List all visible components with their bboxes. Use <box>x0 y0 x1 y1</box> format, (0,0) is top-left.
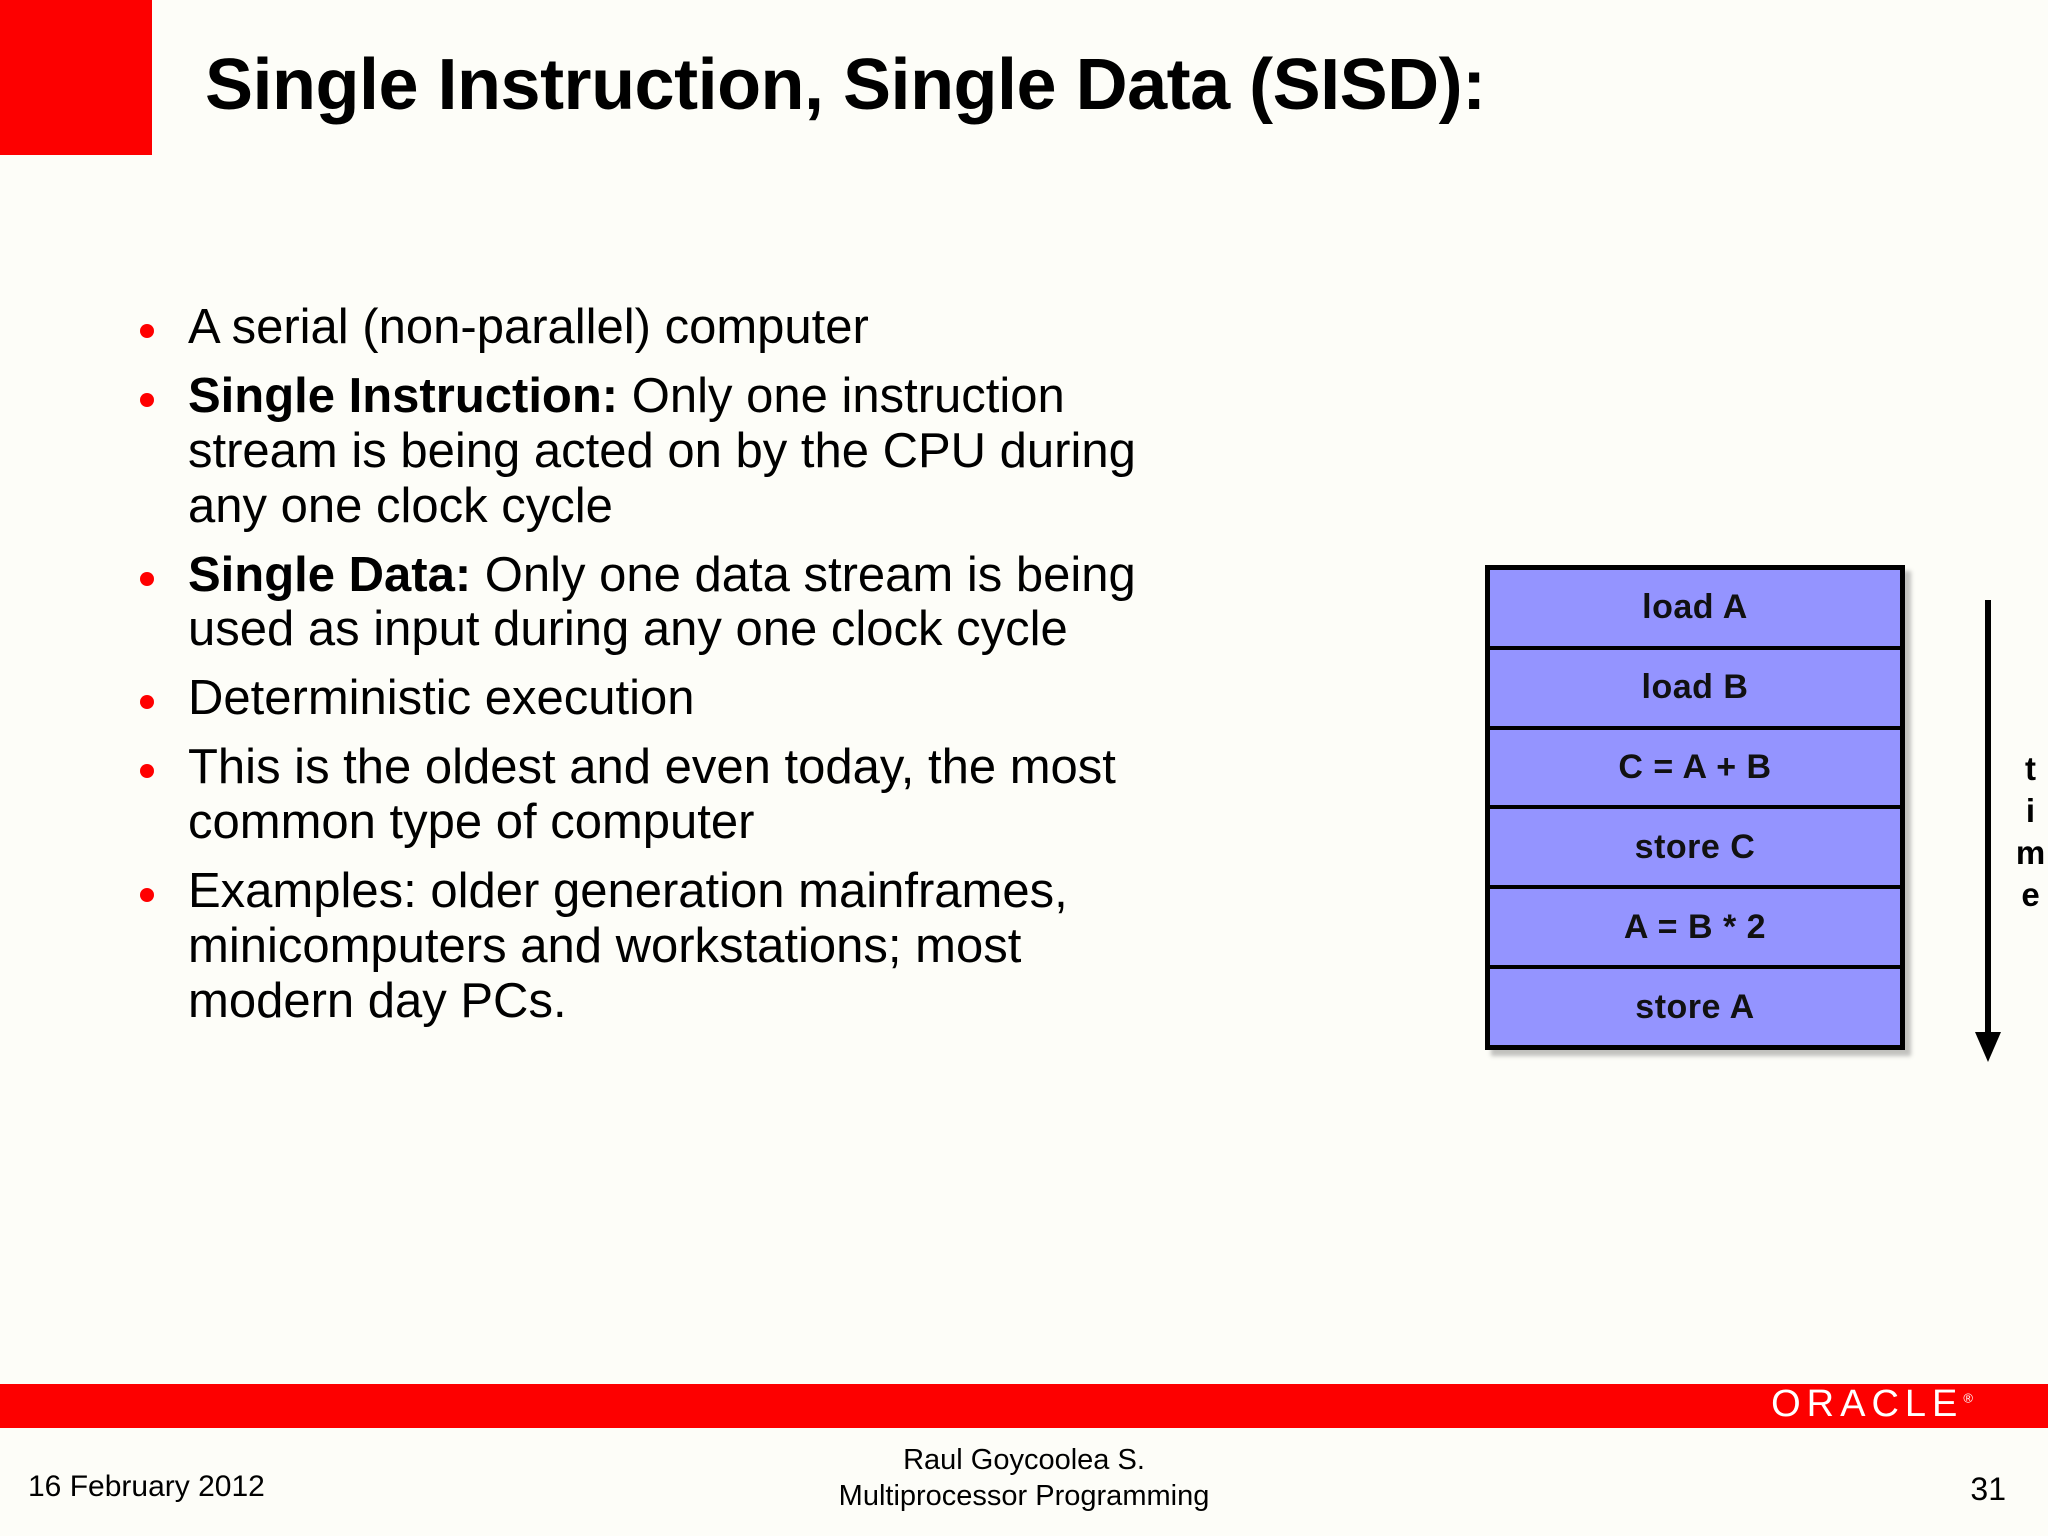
bullet-body: A serial (non-parallel) computer <box>188 300 869 354</box>
bullet-dot-icon <box>140 324 154 338</box>
bullet-text: Single Instruction: Only one instruction… <box>188 369 1160 534</box>
bullet-body: Only one data stream is being used as in… <box>188 547 1136 657</box>
arrow-down-icon <box>1975 1032 2001 1062</box>
sisd-instruction-diagram: load A load B C = A + B store C A = B * … <box>1485 565 1915 1055</box>
footer-date: 16 February 2012 <box>28 1470 265 1503</box>
bullet-body: Only one instruction stream is being act… <box>188 368 1136 533</box>
instruction-cell: C = A + B <box>1490 729 1900 810</box>
oracle-logo: ORACLE® <box>1771 1385 1973 1423</box>
bullet-dot-icon <box>140 392 154 407</box>
instruction-stack: load A load B C = A + B store C A = B * … <box>1485 565 1905 1050</box>
bullet-text: This is the oldest and even today, the m… <box>188 740 1160 850</box>
time-axis: time <box>1975 600 2048 1080</box>
footer-bar <box>0 1384 2048 1428</box>
page-title: Single Instruction, Single Data (SISD): <box>205 45 1486 125</box>
instruction-cell: load B <box>1490 649 1900 730</box>
instruction-cell: store C <box>1490 809 1900 890</box>
bullet-lead: Single Data: <box>188 547 472 602</box>
footer-author: Raul Goycoolea S. <box>903 1443 1145 1476</box>
list-item: Single Instruction: Only one instruction… <box>140 369 1160 534</box>
bullet-dot-icon <box>140 695 154 710</box>
footer-course: Multiprocessor Programming <box>838 1479 1210 1512</box>
bullet-text: Deterministic execution <box>188 671 1160 726</box>
bullet-body: This is the oldest and even today, the m… <box>188 740 1116 849</box>
bullet-body: Examples: older generation mainframes, m… <box>188 863 1068 1028</box>
list-item: This is the oldest and even today, the m… <box>140 740 1160 850</box>
bullet-text: Single Data: Only one data stream is bei… <box>188 548 1160 658</box>
instruction-cell: load A <box>1490 570 1900 650</box>
bullet-text: A serial (non-parallel) computer <box>188 300 1160 355</box>
list-item: Examples: older generation mainframes, m… <box>140 864 1160 1029</box>
list-item: Single Data: Only one data stream is bei… <box>140 548 1160 658</box>
time-axis-line <box>1985 600 1991 1040</box>
bullet-body: Deterministic execution <box>188 671 695 726</box>
bullet-dot-icon <box>140 764 154 779</box>
bullet-dot-icon <box>140 887 154 902</box>
bullet-lead: Single Instruction: <box>188 368 619 423</box>
oracle-wordmark: ORACLE <box>1771 1383 1964 1425</box>
bullet-text: Examples: older generation mainframes, m… <box>188 864 1160 1029</box>
footer-attribution: Raul Goycoolea S. Multiprocessor Program… <box>0 1442 2048 1515</box>
list-item: Deterministic execution <box>140 671 1160 726</box>
brand-accent-square <box>0 0 152 155</box>
registered-trademark-icon: ® <box>1963 1390 1973 1406</box>
bullet-dot-icon <box>140 571 154 586</box>
instruction-cell: store A <box>1490 969 1900 1045</box>
time-axis-label: time <box>2012 750 2048 918</box>
page-number: 31 <box>1970 1471 2006 1507</box>
list-item: A serial (non-parallel) computer <box>140 300 1160 355</box>
instruction-cell: A = B * 2 <box>1490 889 1900 970</box>
bullet-list: A serial (non-parallel) computer Single … <box>140 300 1160 1043</box>
